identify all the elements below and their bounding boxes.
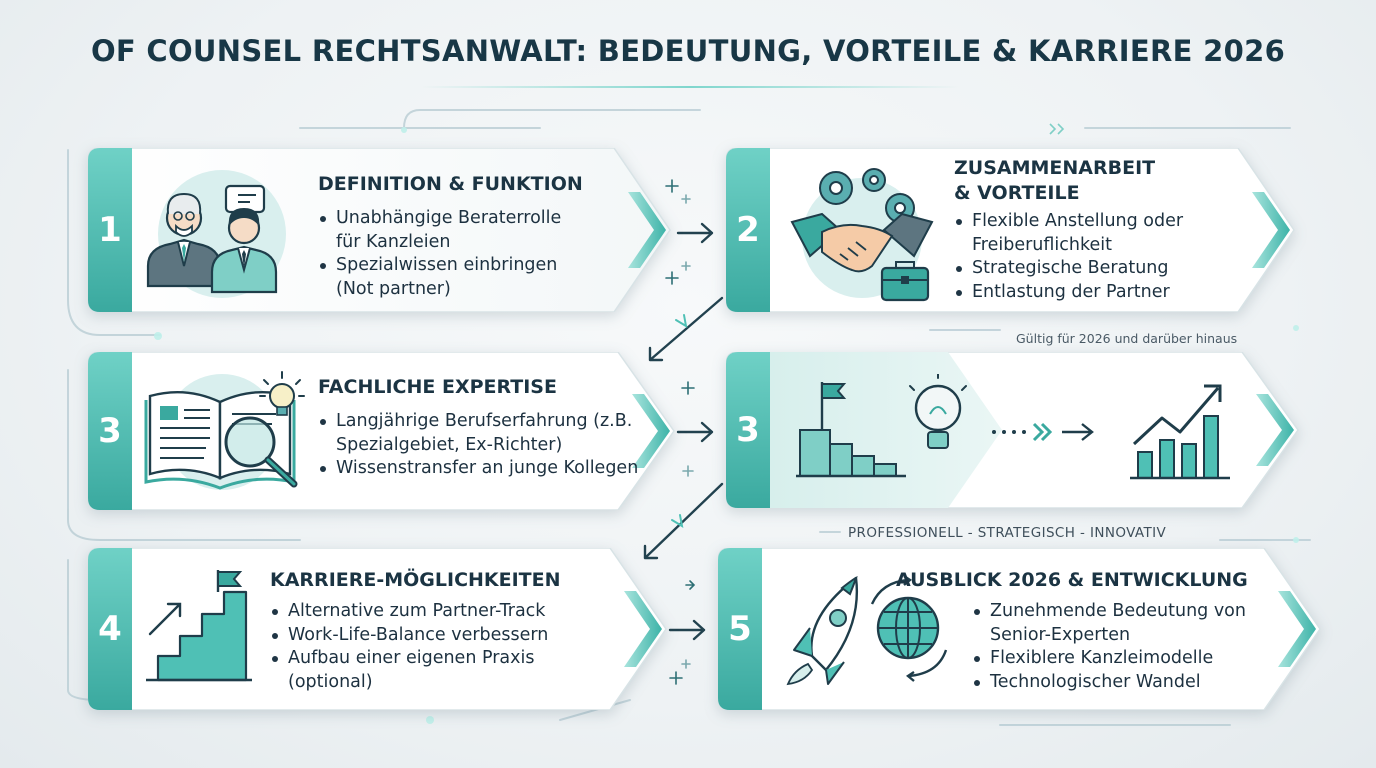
counsel-and-lawyer-icon	[146, 170, 286, 298]
stairs-idea-growth-icon	[796, 374, 1230, 480]
card-growth-visual: 3	[726, 352, 1300, 508]
card-number: 3	[98, 411, 122, 451]
bullet-item: Aufbau einer eigenen Praxis (optional)	[270, 647, 590, 694]
card-title: DEFINITION & FUNKTION	[318, 173, 583, 195]
card-title: AUSBLICK 2026 & ENTWICKLUNG	[896, 569, 1248, 591]
card-title: FACHLICHE EXPERTISE	[318, 376, 557, 398]
card-title: KARRIERE-MÖGLICHKEITEN	[270, 569, 561, 591]
title-underline	[420, 86, 960, 88]
bullet-list: Unabhängige Berater­rolle für Kanzleien …	[318, 207, 588, 301]
card-number: 1	[98, 210, 122, 250]
bullet-item: Flexible Anstellung oder Freiberuflichke…	[954, 210, 1234, 257]
bullet-item: Work-Life-Balance verbessern	[270, 624, 590, 648]
card-expertise: 3 FACHLICHE EXPERTISE Langjährige Berufs…	[88, 352, 676, 510]
card-number: 5	[728, 609, 752, 649]
card-zusammenarbeit: 2 ZUSAMMENARBEIT & VORTEILE Flexible Ans…	[726, 148, 1296, 312]
bullet-item: Unabhängige Berater­rolle für Kanzleien	[318, 207, 588, 254]
bullet-list: Langjährige Berufserfahrung (z.B. Spezia…	[318, 410, 648, 481]
bullet-item: Zunehmende Bedeutung von Senior-Experten	[972, 600, 1272, 647]
arrow-4-to-5	[668, 619, 706, 641]
bullet-item: Wissenstransfer an junge Kollegen	[318, 457, 648, 481]
card-karriere: 4 KARRIERE-MÖGLICHKEITEN Alternative zum…	[88, 548, 668, 710]
card-shape	[718, 548, 1321, 710]
rocket-globe-icon	[786, 575, 948, 686]
card-number: 4	[98, 609, 122, 649]
card-definition: 1 DEFINITION & FUNKTION Unabhängige Bera…	[88, 148, 672, 312]
career-stairs-flag-icon	[146, 570, 252, 682]
arrow-3b-to-4	[643, 482, 724, 560]
bullet-list: Flexible Anstellung oder Freiberuflichke…	[954, 210, 1234, 304]
bullet-item: Langjährige Berufserfahrung (z.B. Spezia…	[318, 410, 648, 457]
bullet-item: Spezialwissen einbringen (Not partner)	[318, 254, 588, 301]
tagline: PROFESSIONELL - STRATEGISCH - INNOVATIV	[848, 525, 1167, 541]
bullet-list: Alternative zum Partner-Track Work-Life-…	[270, 600, 590, 694]
arrow-3-to-3b	[676, 421, 714, 443]
card-number: 3	[736, 410, 760, 450]
bullet-list: Zunehmende Bedeutung von Senior-Experten…	[972, 600, 1272, 694]
book-magnifier-lightbulb-icon	[144, 371, 305, 490]
handshake-gears-briefcase-icon	[790, 168, 934, 302]
arrow-2-to-3	[648, 296, 724, 362]
card-title: ZUSAMMENARBEIT & VORTEILE	[954, 157, 1156, 204]
page-title: OF COUNSEL RECHTSANWALT: BEDEUTUNG, VORT…	[90, 34, 1286, 68]
bullet-item: Strategische Beratung	[954, 257, 1234, 281]
validity-note: Gültig für 2026 und darüber hinaus	[1016, 331, 1238, 346]
bullet-item: Flexiblere Kanzleimodelle	[972, 647, 1272, 671]
card-ausblick: 5 AUSBLICK 2026 & ENTWICKLUNG Zunehmende…	[718, 548, 1322, 710]
card-number: 2	[736, 210, 760, 250]
bullet-item: Entlastung der Partner	[954, 281, 1234, 305]
bullet-item: Alternative zum Partner-Track	[270, 600, 590, 624]
arrow-1-to-2	[676, 222, 714, 244]
bullet-item: Technologischer Wandel	[972, 671, 1272, 695]
